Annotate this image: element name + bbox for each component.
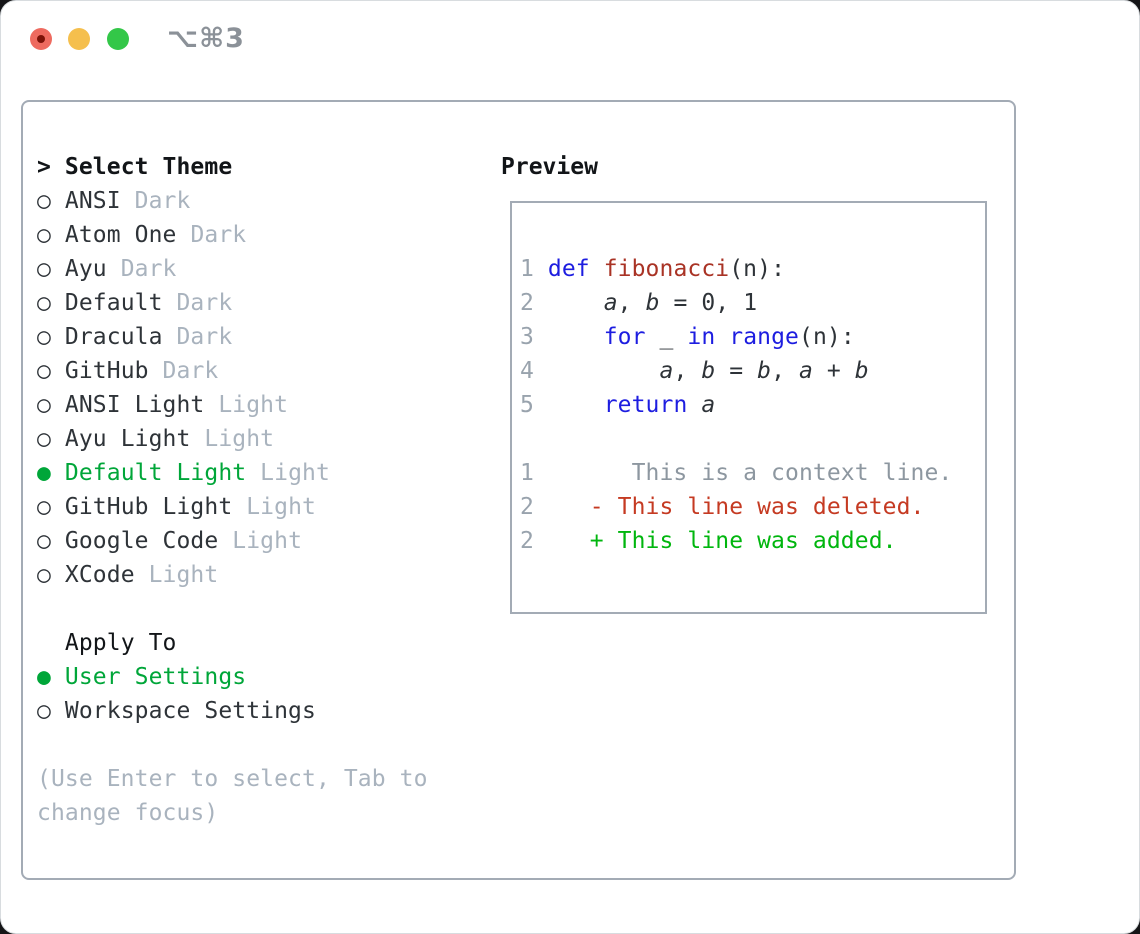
theme-variant-tag: Dark <box>176 290 233 316</box>
prompt-caret: > <box>37 154 65 180</box>
apply-option-workspace-settings[interactable]: ○ Workspace Settings <box>37 694 428 728</box>
line-number: 1 <box>520 460 548 486</box>
theme-option-ayu-light[interactable]: ○ Ayu Light Light <box>37 422 428 456</box>
preview-line-8: 2 - This line was deleted. <box>520 494 925 520</box>
preview-line-6 <box>520 422 985 456</box>
line-number: 2 <box>520 494 548 520</box>
line-number: 4 <box>520 358 548 384</box>
theme-name: Atom One <box>64 222 191 248</box>
theme-variant-tag: Light <box>218 392 289 418</box>
radio-unselected-icon: ○ <box>37 256 65 282</box>
preview-line-4: 4 a, b = b, a + b <box>520 358 869 384</box>
radio-unselected-icon: ○ <box>37 358 65 384</box>
window-shortcut-label: ⌥⌘3 <box>167 23 245 54</box>
theme-variant-tag: Dark <box>120 256 177 282</box>
theme-name: GitHub Light <box>64 494 247 520</box>
radio-unselected-icon: ○ <box>37 562 65 588</box>
close-button[interactable] <box>30 28 52 50</box>
theme-variant-tag: Light <box>246 494 316 520</box>
spacer-row <box>37 728 428 762</box>
theme-variant-tag: Dark <box>190 222 247 248</box>
line-number: 2 <box>520 290 548 316</box>
radio-unselected-icon: ○ <box>37 528 65 554</box>
theme-variant-tag: Dark <box>162 358 219 384</box>
radio-selected-icon: ● <box>37 460 65 486</box>
radio-unselected-icon: ○ <box>37 324 65 350</box>
theme-option-ayu[interactable]: ○ Ayu Dark <box>37 252 428 286</box>
theme-name: Default Light <box>64 460 261 486</box>
theme-name: ANSI <box>64 188 135 214</box>
theme-variant-tag: Light <box>204 426 275 452</box>
theme-option-ansi-light[interactable]: ○ ANSI Light Light <box>37 388 428 422</box>
theme-variant-tag: Dark <box>134 188 191 214</box>
select-theme-header: > Select Theme <box>37 150 428 184</box>
theme-name: Default <box>64 290 177 316</box>
line-number: 1 <box>520 256 548 282</box>
theme-option-github[interactable]: ○ GitHub Dark <box>37 354 428 388</box>
preview-line-1: 1 def fibonacci(n): <box>520 256 786 282</box>
apply-option-label: User Settings <box>64 664 247 690</box>
theme-variant-tag: Light <box>148 562 219 588</box>
preview-line-2: 2 a, b = 0, 1 <box>520 290 758 316</box>
zoom-button[interactable] <box>107 28 129 50</box>
theme-option-github-light[interactable]: ○ GitHub Light Light <box>37 490 428 524</box>
line-number: 3 <box>520 324 548 350</box>
theme-option-dracula[interactable]: ○ Dracula Dark <box>37 320 428 354</box>
theme-variant-tag: Light <box>232 528 303 554</box>
radio-unselected-icon: ○ <box>37 426 65 452</box>
theme-option-default-light[interactable]: ● Default Light Light <box>37 456 428 490</box>
apply-to-header: Apply To <box>37 626 428 660</box>
theme-name: XCode <box>64 562 149 588</box>
radio-unselected-icon: ○ <box>37 222 65 248</box>
help-hint-line-2: change focus) <box>37 800 219 826</box>
radio-unselected-icon: ○ <box>37 494 65 520</box>
preview-line-9: 2 + This line was added. <box>520 528 897 554</box>
apply-to-label: Apply To <box>64 630 177 656</box>
select-theme-label: Select Theme <box>64 154 233 180</box>
theme-name: Google Code <box>64 528 233 554</box>
preview-line-5: 5 return a <box>520 392 716 418</box>
preview-code-box: 1 def fibonacci(n): 2 a, b = 0, 1 3 for _ … <box>510 201 987 614</box>
theme-option-xcode[interactable]: ○ XCode Light <box>37 558 428 592</box>
theme-option-default[interactable]: ○ Default Dark <box>37 286 428 320</box>
theme-list: > Select Theme○ ANSI Dark○ Atom One Dark… <box>37 150 428 830</box>
radio-unselected-icon: ○ <box>37 392 65 418</box>
theme-name: ANSI Light <box>64 392 219 418</box>
theme-option-ansi[interactable]: ○ ANSI Dark <box>37 184 428 218</box>
radio-unselected-icon: ○ <box>37 698 65 724</box>
theme-variant-tag: Light <box>260 460 330 486</box>
theme-name: Ayu Light <box>64 426 205 452</box>
help-hint-line-1: (Use Enter to select, Tab to <box>37 766 428 792</box>
theme-name: Ayu <box>64 256 121 282</box>
radio-selected-icon: ● <box>37 664 65 690</box>
apply-option-user-settings[interactable]: ● User Settings <box>37 660 428 694</box>
preview-title: Preview <box>501 154 598 180</box>
theme-option-google-code[interactable]: ○ Google Code Light <box>37 524 428 558</box>
line-number: 2 <box>520 528 548 554</box>
theme-name: GitHub <box>64 358 163 384</box>
line-number: 5 <box>520 392 548 418</box>
spacer-row <box>37 592 428 626</box>
theme-variant-tag: Dark <box>176 324 233 350</box>
minimize-button[interactable] <box>68 28 90 50</box>
radio-unselected-icon: ○ <box>37 290 65 316</box>
preview-line-7: 1 This is a context line. <box>520 460 953 486</box>
theme-option-atom-one[interactable]: ○ Atom One Dark <box>37 218 428 252</box>
apply-option-label: Workspace Settings <box>64 698 316 724</box>
theme-name: Dracula <box>64 324 177 350</box>
radio-unselected-icon: ○ <box>37 188 65 214</box>
preview-line-3: 3 for _ in range(n): <box>520 324 855 350</box>
